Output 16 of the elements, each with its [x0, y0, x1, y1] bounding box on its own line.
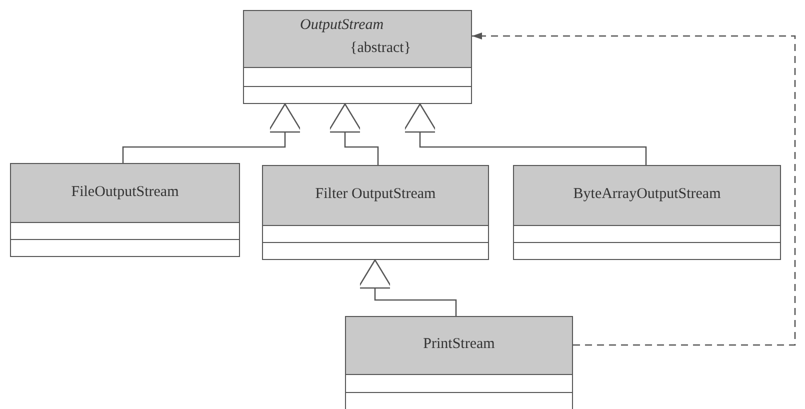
- class-box: [513, 165, 781, 260]
- inheritance-arrow: [357, 259, 457, 316]
- class-name: OutputStream: [300, 17, 384, 34]
- class-box: [243, 10, 472, 104]
- inheritance-arrow: [402, 103, 647, 165]
- inheritance-arrow: [327, 103, 379, 165]
- class-box: [345, 316, 573, 409]
- inheritance-arrow: [122, 103, 303, 163]
- class-name: FileOutputStream: [70, 184, 180, 200]
- class-name: Filter OutputStream: [314, 186, 437, 203]
- class-name: PrintStream: [422, 336, 496, 353]
- class-name: ByteArrayOutputStream: [572, 186, 722, 203]
- class-box: [10, 163, 240, 257]
- stereotype-label: {abstract}: [350, 40, 412, 57]
- class-box: [262, 165, 489, 260]
- dependency-arrow: [472, 32, 796, 346]
